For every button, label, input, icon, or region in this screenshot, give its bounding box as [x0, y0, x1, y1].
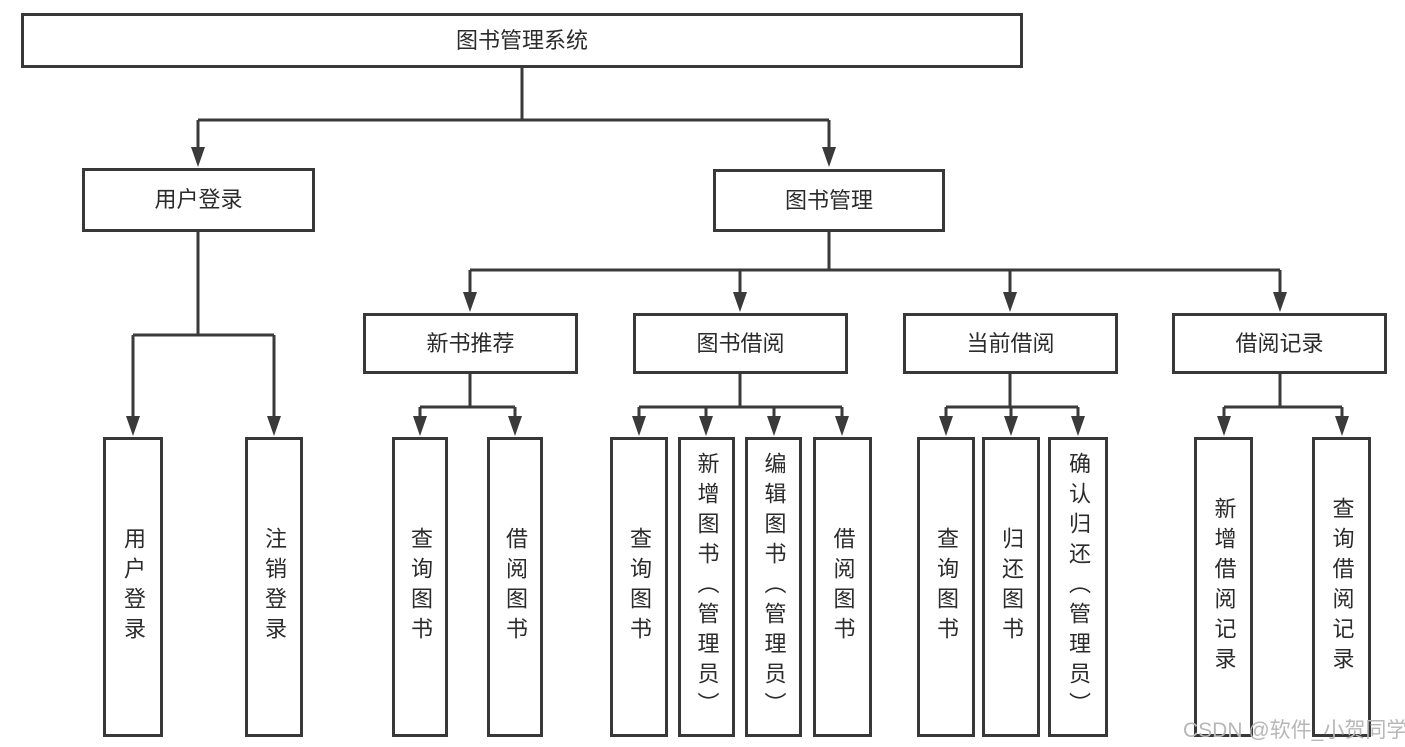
node-borrow-records-label: 借阅记录 [1235, 330, 1324, 356]
node-current-borrow-label: 当前借阅 [966, 330, 1055, 356]
leaf-add-borrow-record: 新增借阅记录 [1194, 437, 1253, 737]
leaf-borrow-books-recommend: 借阅图书 [487, 437, 543, 737]
leaf-query-books-current: 查询图书 [917, 437, 975, 737]
node-book-management: 图书管理 [713, 169, 945, 232]
csdn-watermark: CSDN @软件_小贺同学 [1183, 719, 1405, 742]
leaf-borrow-books-label: 借阅图书 [830, 527, 856, 647]
node-book-borrow-label: 图书借阅 [696, 330, 785, 356]
leaf-query-books-current-label: 查询图书 [934, 527, 959, 647]
leaf-query-books-recommend: 查询图书 [392, 437, 448, 737]
leaf-logout-label: 注销登录 [262, 527, 287, 647]
leaf-borrow-books: 借阅图书 [813, 437, 872, 737]
leaf-query-borrow-record: 查询借阅记录 [1312, 437, 1371, 737]
arrowheads [126, 147, 1349, 436]
leaf-add-books-admin-label: 新增图书（管理员） [694, 452, 720, 722]
leaf-user-login: 用户登录 [103, 437, 163, 737]
leaf-add-borrow-record-label: 新增借阅记录 [1211, 497, 1237, 677]
node-user-login: 用户登录 [82, 168, 315, 232]
leaf-add-books-admin: 新增图书（管理员） [678, 437, 735, 737]
leaf-query-books-borrow-label: 查询图书 [627, 527, 652, 647]
connector-newbook-to-leaves [418, 374, 517, 429]
node-user-login-label: 用户登录 [154, 187, 243, 212]
connector-borrow-to-leaves [637, 374, 844, 429]
leaf-borrow-books-recommend-label: 借阅图书 [503, 527, 528, 647]
node-book-management-label: 图书管理 [784, 187, 873, 213]
node-borrow-records: 借阅记录 [1172, 313, 1387, 374]
node-current-borrow: 当前借阅 [903, 313, 1118, 374]
node-root: 图书管理系统 [21, 13, 1023, 68]
node-book-borrow: 图书借阅 [633, 313, 848, 374]
node-new-book-recommend: 新书推荐 [363, 313, 578, 374]
leaf-edit-books-admin-label: 编辑图书（管理员） [761, 452, 787, 722]
leaf-user-login-label: 用户登录 [121, 527, 146, 647]
connector-records-to-leaves [1222, 374, 1344, 429]
leaf-edit-books-admin: 编辑图书（管理员） [745, 437, 802, 737]
leaf-return-books: 归还图书 [982, 437, 1040, 737]
leaf-confirm-return-admin-label: 确认归还（管理员） [1066, 452, 1091, 722]
connector-root-to-level2 [196, 68, 831, 160]
leaf-query-borrow-record-label: 查询借阅记录 [1329, 497, 1355, 677]
leaf-return-books-label: 归还图书 [999, 527, 1024, 647]
node-new-book-recommend-label: 新书推荐 [426, 330, 515, 356]
node-root-label: 图书管理系统 [455, 27, 588, 53]
leaf-query-books-recommend-label: 查询图书 [408, 527, 433, 647]
connector-bookmgmt-to-level3 [468, 232, 1282, 305]
connector-userlogin-to-leaves [131, 232, 276, 429]
leaf-confirm-return-admin: 确认归还（管理员） [1048, 437, 1108, 737]
leaf-logout: 注销登录 [245, 437, 303, 737]
leaf-query-books-borrow: 查询图书 [610, 437, 668, 737]
